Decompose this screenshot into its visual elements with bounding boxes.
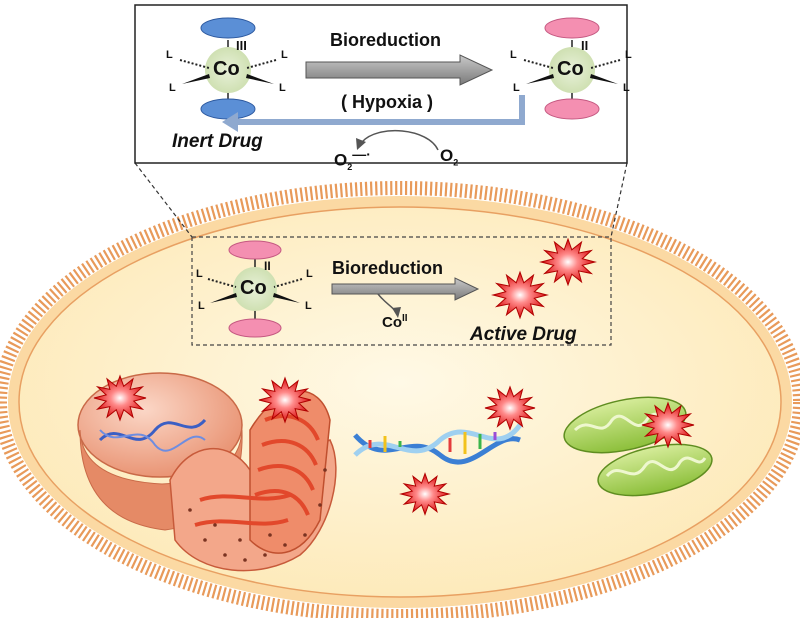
oxidation-state-iii: III	[236, 38, 247, 53]
active-drug-star	[258, 376, 312, 424]
ligand-label: L	[166, 49, 173, 61]
oxidation-state-ii-cell: II	[264, 259, 271, 273]
ligand-label: L	[305, 300, 312, 312]
active-drug-star	[539, 237, 597, 287]
active-drug-label: Active Drug	[470, 324, 577, 345]
cobalt-complex-reduced	[523, 17, 621, 120]
oxygen-label: O2	[440, 146, 459, 168]
ligand-label: L	[279, 82, 286, 94]
dna-in-nucleus	[98, 418, 207, 442]
cobalt-complex-cell	[207, 240, 303, 338]
active-drug-star	[484, 385, 536, 431]
cell-bioreduction-arrow	[331, 277, 480, 318]
bioreduction-label: Bioreduction	[330, 30, 441, 50]
bioreduction-arrow	[305, 54, 494, 86]
reoxidation-arrow	[222, 95, 525, 132]
ligand-label: L	[306, 268, 313, 280]
cobalt-symbol-cell: Co	[240, 277, 267, 299]
ligand-label: L	[625, 49, 632, 61]
superoxide-label: O2—·	[334, 146, 371, 173]
ligand-label: L	[198, 300, 205, 312]
oxidation-state-ii: II	[581, 38, 589, 53]
dna-helix	[353, 423, 523, 465]
active-drug-star	[641, 401, 695, 449]
ligand-label: L	[513, 82, 520, 94]
active-drug-stars	[93, 237, 695, 516]
active-drug-star	[93, 374, 147, 422]
zoom-guide-lines	[134, 162, 628, 238]
cell-mechanism-box	[191, 236, 612, 346]
cobalt-symbol-reduced: Co	[557, 58, 584, 80]
hypoxia-label: ( Hypoxia )	[341, 92, 434, 112]
ligand-label: L	[510, 49, 517, 61]
ligand-label: L	[623, 82, 630, 94]
inert-drug-label: Inert Drug	[172, 131, 263, 152]
active-drug-star	[491, 270, 549, 320]
ligand-label: L	[169, 82, 176, 94]
ligand-label: L	[196, 268, 203, 280]
ligand-label: L	[281, 49, 288, 61]
oxygen-curve-arrow	[361, 129, 439, 151]
released-cobalt-label: CoII	[382, 313, 408, 331]
cobalt-complex-inert	[179, 17, 277, 120]
active-drug-star	[399, 472, 451, 516]
mitochondrion-lower	[597, 443, 713, 497]
cobalt-symbol-inert: Co	[213, 58, 240, 80]
oxygen-curve-arrowhead	[356, 138, 366, 150]
cell-bioreduction-label: Bioreduction	[332, 258, 443, 278]
